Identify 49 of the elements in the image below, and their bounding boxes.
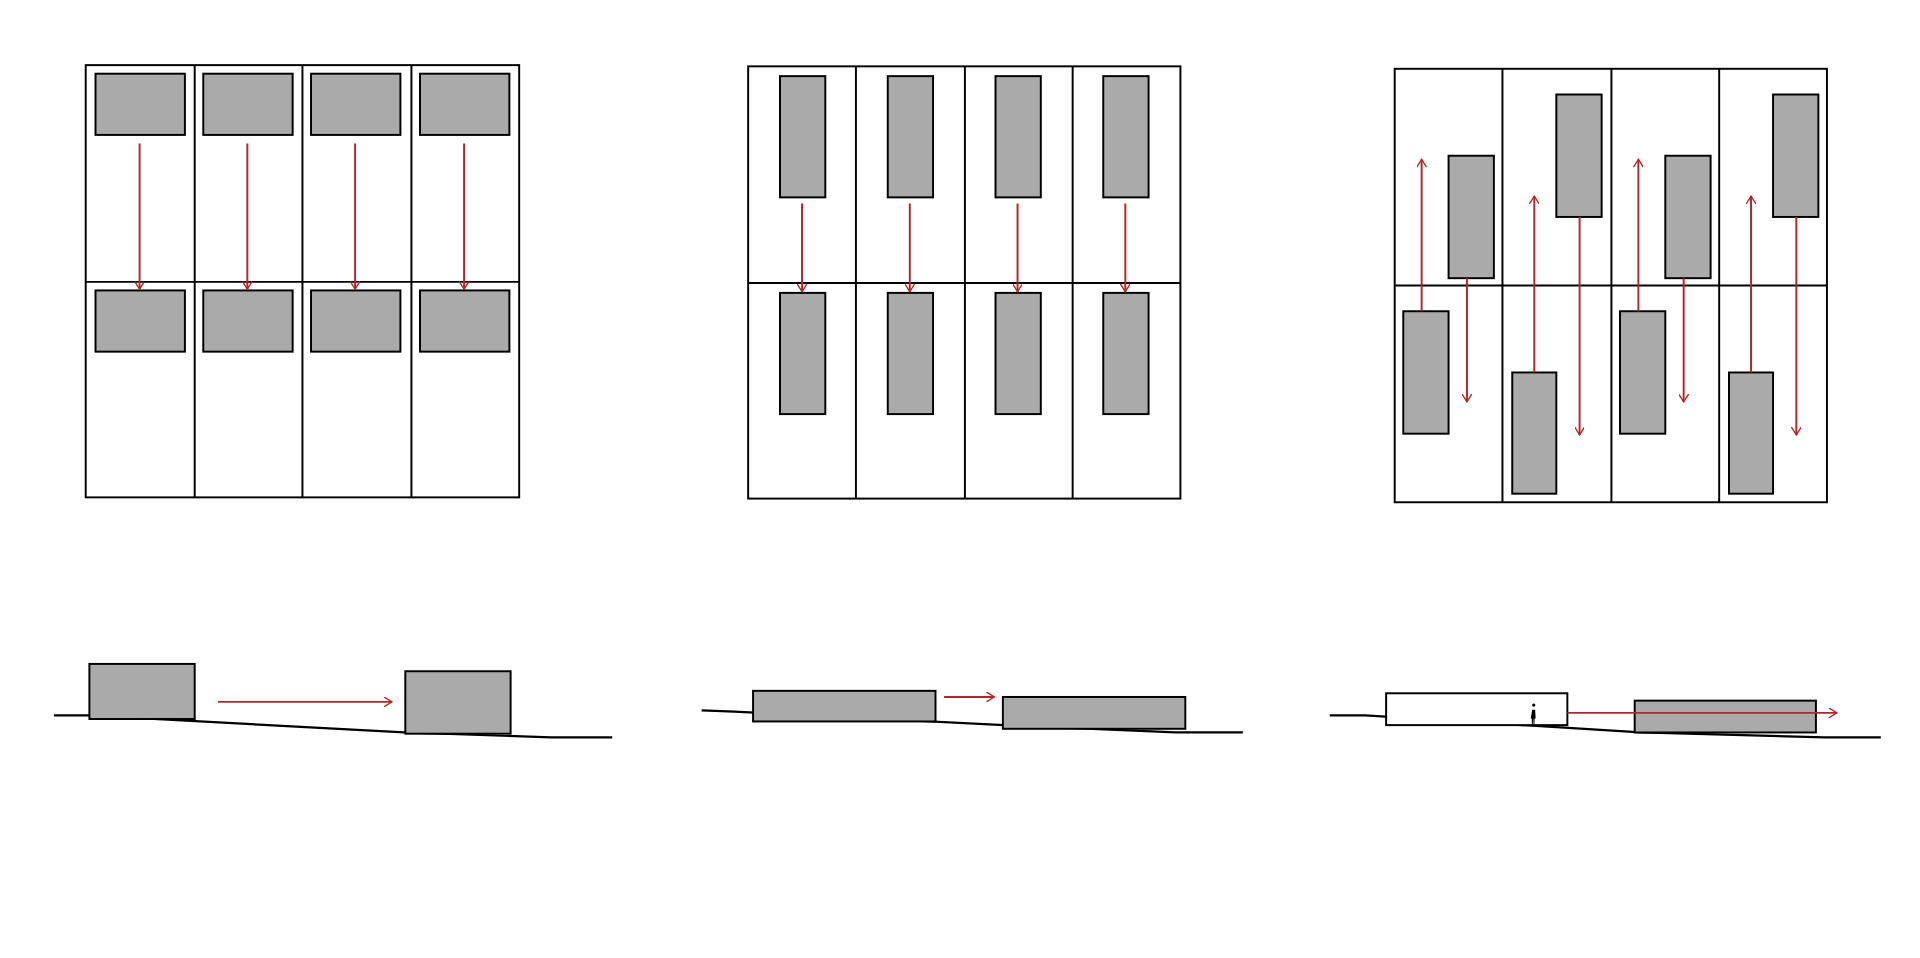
building-block: [1633, 699, 1817, 734]
building-block: [202, 72, 294, 136]
arrow: [458, 142, 470, 291]
building-block: [886, 291, 935, 416]
building-block: [1001, 696, 1187, 730]
building-block: [779, 75, 827, 199]
building-block: [994, 291, 1042, 416]
arrow: [1119, 202, 1131, 293]
arrow: [1461, 277, 1473, 403]
arrow: [1566, 707, 1838, 719]
building-block: [1619, 310, 1667, 435]
arrow: [1011, 202, 1024, 293]
building-block: [419, 289, 511, 353]
arrow: [1632, 158, 1644, 313]
building-block: [88, 662, 196, 720]
arrow: [1678, 277, 1690, 403]
building-block: [94, 72, 186, 136]
arrow: [1416, 158, 1428, 313]
building-block: [1102, 291, 1150, 416]
building-block: [310, 72, 402, 136]
arrow: [943, 691, 996, 703]
arrow: [796, 202, 808, 293]
arrow: [134, 142, 146, 291]
building-block: [202, 289, 294, 353]
building-block: [1511, 371, 1558, 495]
arrow: [1574, 216, 1586, 436]
building-block: [419, 72, 511, 136]
building-block: [779, 291, 827, 416]
building-block: [752, 689, 937, 723]
arrow: [349, 142, 361, 291]
building-block: [1772, 93, 1820, 218]
arrow: [241, 142, 253, 291]
arrow: [1745, 195, 1757, 374]
building-block: [1385, 692, 1569, 727]
arrow: [904, 202, 916, 293]
building-block: [1728, 371, 1775, 495]
building-block: [310, 289, 402, 353]
building-block: [1447, 154, 1495, 280]
building-block: [1402, 310, 1450, 435]
arrow: [1790, 216, 1802, 436]
building-block: [1555, 93, 1603, 218]
building-block: [94, 289, 186, 353]
building-block: [404, 670, 512, 735]
arrow: [1528, 195, 1540, 374]
building-block: [1102, 75, 1150, 199]
building-block: [994, 75, 1042, 199]
building-block: [886, 75, 935, 199]
arrow: [217, 696, 393, 708]
building-block: [1664, 154, 1712, 280]
